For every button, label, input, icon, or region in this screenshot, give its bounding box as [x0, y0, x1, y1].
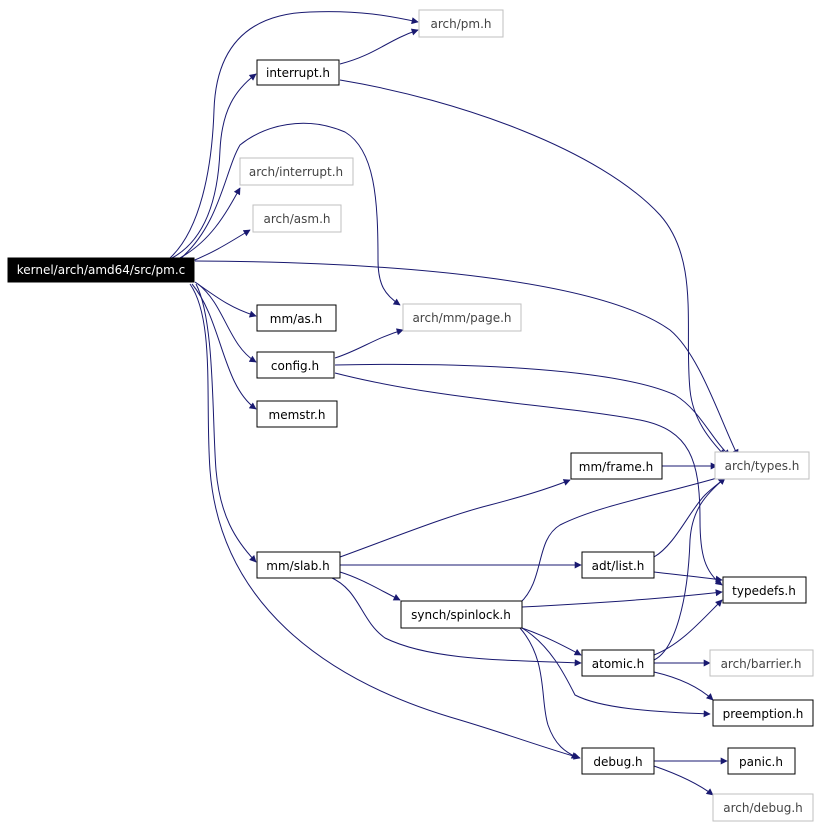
edge-mm-slab-h-to-mm-frame-h	[339, 479, 571, 558]
node-arch-mm-page-h[interactable]: arch/mm/page.h	[402, 303, 522, 332]
edge-pm-c-to-arch-types-h	[194, 260, 739, 457]
node-memstr-h[interactable]: memstr.h	[256, 400, 338, 428]
node-label: synch/spinlock.h	[411, 608, 511, 622]
node-arch-types-h[interactable]: arch/types.h	[714, 451, 810, 480]
edge-synch-spinlock-h-to-debug-h	[519, 627, 579, 759]
edge-interrupt-h-to-arch-types-h	[339, 79, 726, 457]
node-label: arch/pm.h	[431, 17, 492, 31]
node-synch-spinlock-h[interactable]: synch/spinlock.h	[400, 600, 523, 629]
edge-adt-list-h-to-typedefs-h	[653, 571, 723, 583]
edge-mm-slab-h-to-atomic-h	[329, 576, 582, 667]
edge-pm-c-to-memstr-h	[191, 283, 257, 410]
edge-pm-c-to-arch-asm-h	[189, 229, 251, 263]
node-mm-slab-h[interactable]: mm/slab.h	[256, 551, 341, 579]
edge-pm-c-to-config-h	[197, 283, 257, 363]
node-label: arch/barrier.h	[721, 657, 802, 671]
node-label: panic.h	[739, 755, 783, 769]
node-preemption-h[interactable]: preemption.h	[712, 699, 814, 727]
edge-config-h-to-typedefs-h	[334, 372, 723, 586]
edge-pm-c-to-mm-slab-h	[195, 283, 257, 563]
edge-pm-c-to-mm-as-h	[194, 281, 257, 318]
node-label: adt/list.h	[592, 559, 645, 573]
node-label: typedefs.h	[732, 584, 796, 598]
node-label: memstr.h	[269, 408, 326, 422]
nodes: kernel/arch/amd64/src/pm.c arch/pm.h int…	[7, 9, 814, 822]
node-label: mm/slab.h	[266, 559, 329, 573]
node-mm-as-h[interactable]: mm/as.h	[256, 304, 337, 332]
edge-pm-c-to-interrupt-h	[171, 73, 257, 259]
node-arch-barrier-h[interactable]: arch/barrier.h	[709, 649, 814, 677]
edge-config-h-to-arch-mm-page-h	[334, 328, 404, 359]
node-label: mm/frame.h	[579, 460, 653, 474]
edge-pm-c-to-arch-mm-page-h	[179, 122, 401, 306]
edges	[169, 11, 739, 796]
node-arch-pm-h[interactable]: arch/pm.h	[418, 9, 504, 38]
edge-atomic-h-to-preemption-h	[653, 671, 714, 701]
node-typedefs-h[interactable]: typedefs.h	[722, 576, 807, 604]
edge-atomic-h-to-typedefs-h	[653, 599, 723, 656]
edge-mm-slab-h-to-synch-spinlock-h	[339, 571, 401, 601]
node-panic-h[interactable]: panic.h	[727, 747, 796, 775]
node-config-h[interactable]: config.h	[256, 351, 335, 379]
node-pm-c[interactable]: kernel/arch/amd64/src/pm.c	[7, 257, 195, 283]
node-adt-list-h[interactable]: adt/list.h	[581, 551, 655, 579]
node-label: arch/mm/page.h	[412, 311, 511, 325]
node-debug-h[interactable]: debug.h	[581, 747, 655, 775]
node-arch-debug-h[interactable]: arch/debug.h	[712, 793, 814, 822]
node-label: kernel/arch/amd64/src/pm.c	[17, 263, 186, 277]
node-label: arch/asm.h	[264, 212, 331, 226]
node-label: mm/as.h	[270, 312, 322, 326]
edge-synch-spinlock-h-to-atomic-h	[521, 627, 582, 656]
node-arch-asm-h[interactable]: arch/asm.h	[252, 204, 342, 233]
node-label: interrupt.h	[266, 66, 330, 80]
node-label: arch/types.h	[725, 459, 800, 473]
edge-pm-c-to-debug-h	[189, 283, 581, 760]
edge-atomic-h-to-arch-types-h	[653, 477, 726, 661]
edge-interrupt-h-to-arch-pm-h	[339, 28, 419, 65]
edge-synch-spinlock-h-to-typedefs-h	[521, 589, 723, 608]
edge-debug-h-to-arch-debug-h	[653, 765, 714, 796]
node-label: config.h	[271, 359, 319, 373]
node-label: debug.h	[593, 755, 642, 769]
node-label: arch/debug.h	[723, 801, 803, 815]
edge-pm-c-to-arch-interrupt-h	[177, 187, 241, 260]
edge-synch-spinlock-h-to-preemption-h	[521, 627, 711, 718]
edge-config-h-to-arch-types-h	[334, 363, 731, 457]
node-arch-interrupt-h[interactable]: arch/interrupt.h	[239, 157, 354, 186]
edge-pm-c-to-arch-pm-h	[169, 11, 419, 259]
node-interrupt-h[interactable]: interrupt.h	[256, 59, 340, 86]
node-label: arch/interrupt.h	[249, 165, 343, 179]
edge-synch-spinlock-h-to-arch-types-h	[519, 474, 725, 604]
node-atomic-h[interactable]: atomic.h	[581, 649, 655, 677]
node-label: preemption.h	[723, 707, 804, 721]
node-label: atomic.h	[592, 657, 644, 671]
node-mm-frame-h[interactable]: mm/frame.h	[570, 452, 663, 480]
